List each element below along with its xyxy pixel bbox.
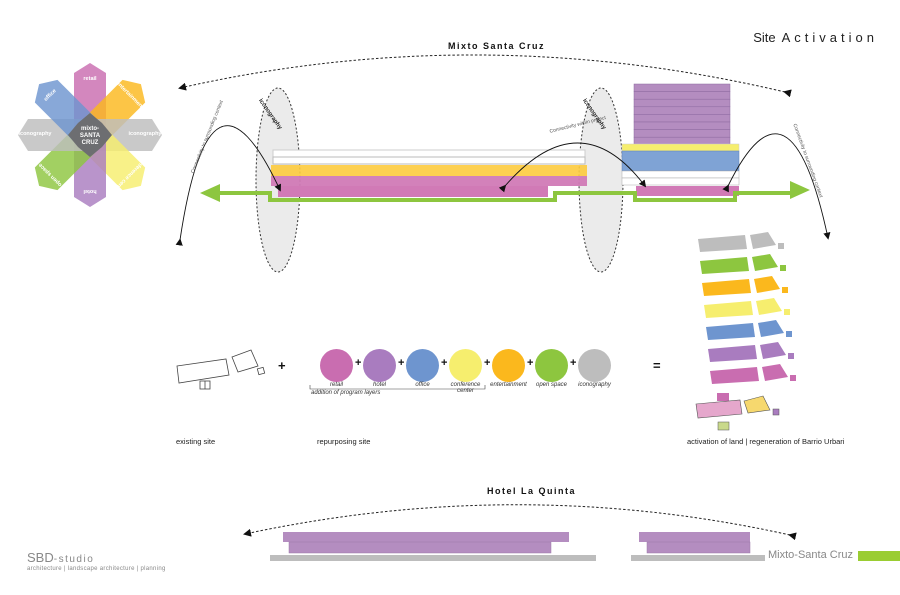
leaf-icon [535,349,568,382]
program-label-iconography: iconography [578,382,611,388]
activated-layer-office [706,323,755,340]
connectivity-arc-left [175,125,281,246]
plus-sign: + [398,357,405,369]
activated-site-stack [695,232,796,431]
connectivity-arc-right [722,133,831,240]
program-label-open_space: open space [535,382,568,388]
conference-table-icon [449,349,482,382]
plus-sign: + [355,357,362,369]
brand-sub: -studio [53,554,95,565]
plus-sign: + [570,357,577,369]
flower-center-label: CRUZ [82,140,99,146]
program-layers-bracket [309,385,486,390]
svg-text:iconography: iconography [128,131,162,137]
activated-layer-hotel [708,345,757,362]
equals-sign: = [653,358,661,373]
program-flower-diagram: retailentertainmenticonographyconference… [18,63,162,207]
existing-site-caption: existing site [176,437,216,446]
shopping-bag-icon [320,349,353,382]
brand-tagline: architecture | landscape architecture | … [27,566,166,572]
plus-sign: + [484,357,491,369]
green-arrow-left [200,184,220,202]
activation-caption: activation of land | regeneration of Bar… [687,437,845,446]
hotel-dashed-arc [243,504,797,541]
project-name: Mixto-Santa Cruz [768,549,853,561]
svg-text:iconography: iconography [18,131,52,137]
flower-center [68,113,112,157]
title-first: Site [753,30,776,45]
mixto-santa-cruz-label: Mixto Santa Cruz [448,41,546,51]
connectivity-arc-center [498,142,647,193]
activated-layer-open_space [700,257,749,274]
brand-logo: SBD-studio [27,550,94,565]
left-building-section [271,149,587,197]
desk-worker-icon [406,349,439,382]
activated-layer-iconography [698,235,747,252]
activated-layer-entertainment [702,279,751,296]
plus-sign: + [278,358,286,373]
existing-site-outline [176,349,266,390]
blank-circle-icon [578,349,611,382]
right-tower-section [621,83,740,196]
mixto-dashed-arc [178,54,792,98]
program-label-hotel: hotel [372,382,386,388]
repurposing-site-caption: repurposing site [317,437,371,446]
page-title: Site Activation [753,30,878,45]
project-accent-bar [858,551,900,561]
program-label-conference: conference center [450,382,481,394]
activated-layer-retail [710,367,759,384]
flower-center-label: SANTA [80,133,101,139]
plus-sign: + [441,357,448,369]
program-label-office: office [415,382,430,388]
program-label-retail: retail [329,382,343,388]
svg-text:retail: retail [83,76,97,82]
plus-sign: + [527,357,534,369]
svg-text:hotel: hotel [83,188,97,194]
flower-center-label: mixto- [81,126,99,132]
bed-icon [363,349,396,382]
activated-layer-conference [704,301,753,318]
title-rest: Activation [781,30,878,45]
program-label-entertainment: entertainment [490,382,527,388]
addition-of-program-layers: addition of program layers [311,390,381,396]
hotel-la-quinta-section [270,532,765,561]
green-arrow-right [790,181,810,199]
brand-main: SBD [27,550,54,565]
cocktail-glass-icon [492,349,525,382]
hotel-la-quinta-label: Hotel La Quinta [487,486,577,496]
